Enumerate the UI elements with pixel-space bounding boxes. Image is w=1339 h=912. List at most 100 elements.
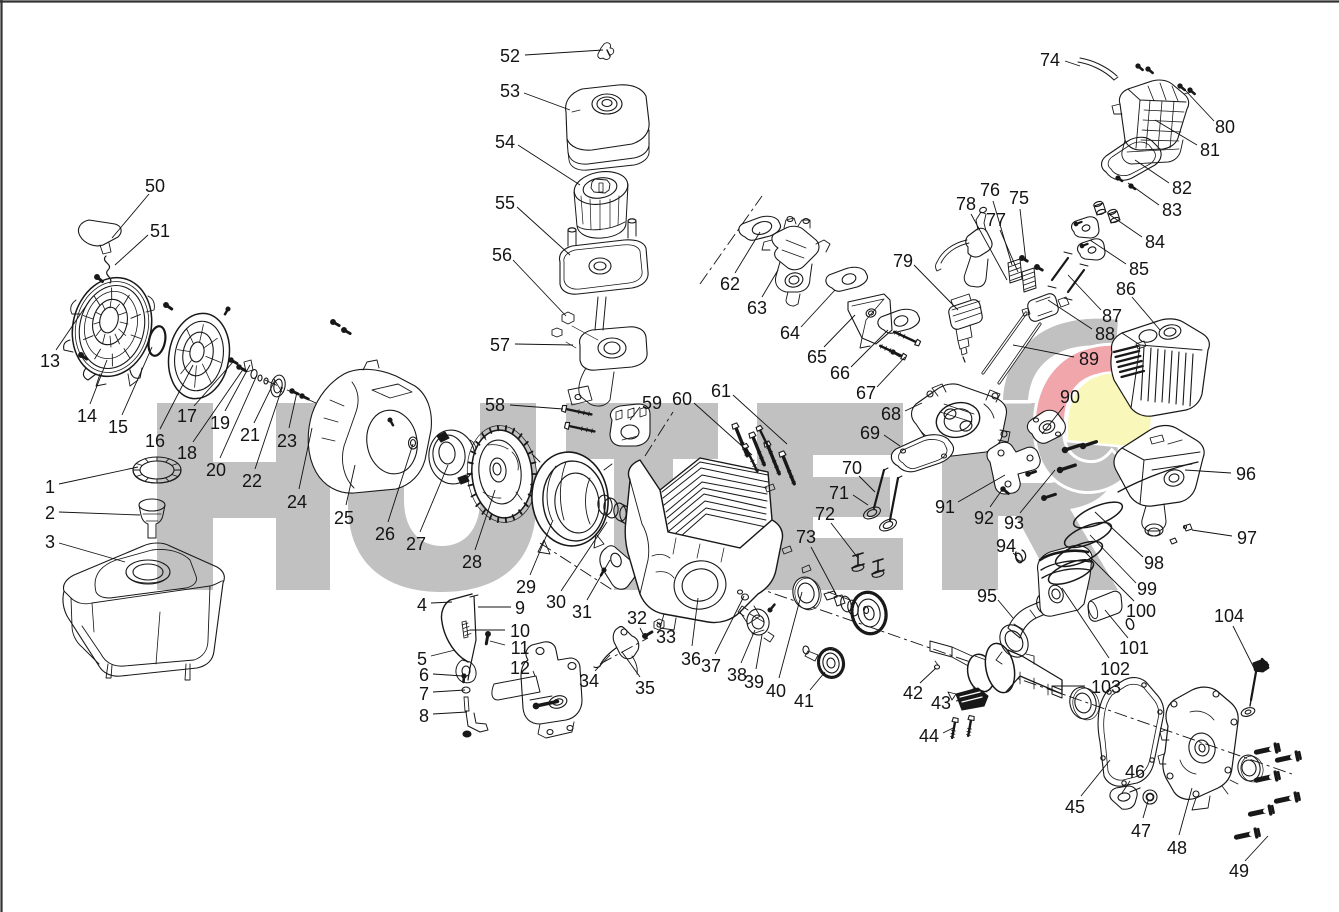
svg-text:103: 103 [1091,677,1121,697]
svg-text:73: 73 [796,527,816,547]
svg-text:93: 93 [1004,513,1024,533]
svg-text:15: 15 [108,417,128,437]
svg-text:82: 82 [1172,178,1192,198]
svg-text:75: 75 [1009,188,1029,208]
svg-text:52: 52 [500,46,520,66]
svg-text:68: 68 [881,404,901,424]
svg-text:56: 56 [492,245,512,265]
svg-text:32: 32 [627,608,647,628]
svg-text:85: 85 [1129,259,1149,279]
svg-text:16: 16 [145,431,165,451]
svg-text:70: 70 [842,458,862,478]
svg-text:79: 79 [893,251,913,271]
svg-text:27: 27 [406,534,426,554]
svg-text:55: 55 [495,193,515,213]
svg-text:99: 99 [1137,579,1157,599]
svg-text:76: 76 [980,180,1000,200]
svg-text:41: 41 [794,691,814,711]
svg-text:57: 57 [490,335,510,355]
svg-text:17: 17 [177,406,197,426]
svg-text:13: 13 [40,351,60,371]
svg-text:71: 71 [829,483,849,503]
svg-text:4: 4 [417,595,427,615]
svg-text:7: 7 [419,684,429,704]
svg-text:102: 102 [1100,659,1130,679]
svg-text:88: 88 [1095,324,1115,344]
svg-text:38: 38 [727,665,747,685]
svg-text:19: 19 [210,413,230,433]
svg-text:58: 58 [485,395,505,415]
svg-text:33: 33 [656,627,676,647]
svg-text:54: 54 [495,132,515,152]
svg-text:80: 80 [1215,117,1235,137]
svg-text:42: 42 [903,683,923,703]
svg-text:62: 62 [720,274,740,294]
svg-text:104: 104 [1214,606,1244,626]
svg-text:49: 49 [1229,861,1249,881]
svg-text:86: 86 [1116,279,1136,299]
svg-text:98: 98 [1144,553,1164,573]
svg-text:97: 97 [1237,528,1257,548]
svg-text:94: 94 [996,536,1016,556]
svg-text:92: 92 [974,508,994,528]
svg-text:5: 5 [417,649,427,669]
svg-text:63: 63 [747,298,767,318]
svg-text:47: 47 [1131,821,1151,841]
svg-text:31: 31 [572,602,592,622]
svg-text:44: 44 [919,726,939,746]
svg-text:69: 69 [860,423,880,443]
svg-text:30: 30 [546,592,566,612]
svg-text:61: 61 [711,381,731,401]
svg-text:14: 14 [77,406,97,426]
svg-text:74: 74 [1040,50,1060,70]
svg-text:11: 11 [511,638,530,658]
svg-text:81: 81 [1200,140,1220,160]
svg-text:50: 50 [145,176,165,196]
svg-text:23: 23 [277,431,297,451]
svg-text:1: 1 [45,477,55,497]
svg-text:100: 100 [1126,601,1156,621]
svg-text:8: 8 [419,706,429,726]
svg-text:40: 40 [766,681,786,701]
svg-text:84: 84 [1145,232,1165,252]
svg-text:46: 46 [1125,762,1145,782]
svg-text:66: 66 [830,363,850,383]
svg-text:64: 64 [780,323,800,343]
svg-text:91: 91 [935,497,955,517]
svg-text:59: 59 [642,393,662,413]
svg-text:77: 77 [986,210,1006,230]
svg-text:2: 2 [45,503,55,523]
svg-text:90: 90 [1060,387,1080,407]
svg-text:65: 65 [807,347,827,367]
svg-text:43: 43 [931,693,951,713]
svg-text:12: 12 [510,658,530,678]
svg-text:3: 3 [45,532,55,552]
svg-text:10: 10 [510,621,530,641]
svg-text:83: 83 [1162,200,1182,220]
svg-text:101: 101 [1119,638,1149,658]
svg-text:51: 51 [150,221,170,241]
svg-text:20: 20 [206,460,226,480]
svg-text:89: 89 [1079,349,1099,369]
svg-text:22: 22 [242,471,262,491]
svg-text:29: 29 [516,577,536,597]
svg-text:72: 72 [815,504,835,524]
svg-text:95: 95 [977,586,997,606]
svg-text:6: 6 [419,665,429,685]
svg-text:34: 34 [579,671,599,691]
svg-text:21: 21 [240,425,260,445]
svg-text:24: 24 [287,492,307,512]
svg-text:28: 28 [462,552,482,572]
svg-text:26: 26 [375,524,395,544]
svg-text:45: 45 [1065,797,1085,817]
svg-text:87: 87 [1102,306,1122,326]
svg-text:18: 18 [177,443,197,463]
svg-text:96: 96 [1236,464,1256,484]
svg-text:67: 67 [856,383,876,403]
svg-text:48: 48 [1167,838,1187,858]
svg-text:60: 60 [672,389,692,409]
svg-text:36: 36 [681,649,701,669]
svg-text:9: 9 [515,598,525,618]
svg-text:35: 35 [635,678,655,698]
svg-text:25: 25 [334,508,354,528]
